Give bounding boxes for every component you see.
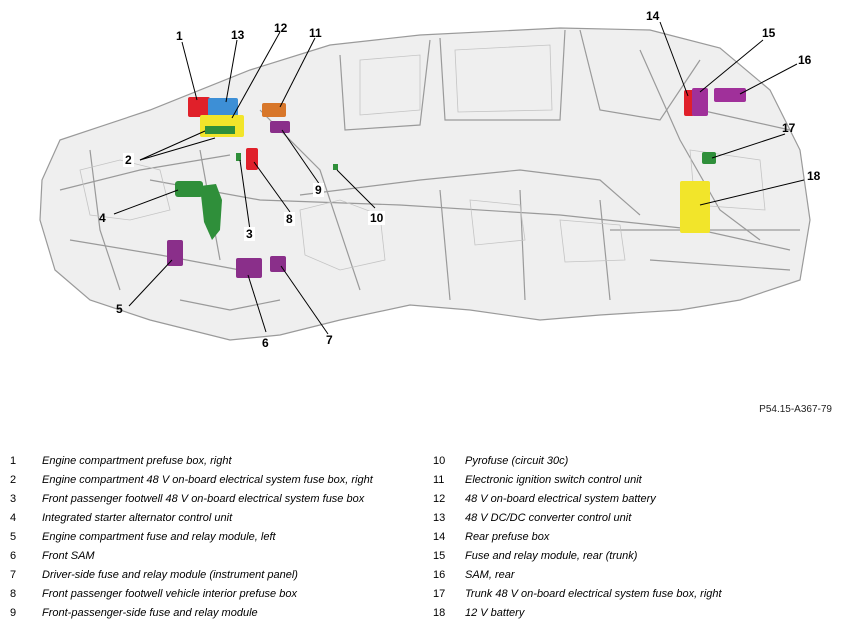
legend-number: 18 [433,607,446,619]
legend: 1 Engine compartment prefuse box, right 2… [0,452,842,627]
callout-11: 11 [309,26,322,40]
legend-number: 10 [433,455,446,467]
legend-label: SAM, rear [465,569,515,581]
component-sam-rear [714,88,746,102]
legend-number: 1 [10,455,17,467]
callout-15: 15 [762,26,776,40]
callout-13: 13 [231,28,245,42]
component-pyrofuse [333,164,338,170]
legend-number: 12 [433,493,446,505]
callout-16: 16 [798,53,812,67]
legend-number: 14 [433,531,446,543]
vehicle-diagram: 1 2 3 4 5 6 7 8 9 10 11 12 13 14 15 16 1… [39,9,821,350]
legend-number: 4 [10,512,17,524]
legend-label: 12 V battery [465,607,525,619]
callout-12: 12 [274,21,288,35]
callout-17: 17 [782,121,796,135]
component-engine-48v-fuse-box-right [205,126,235,134]
component-engine-fuse-relay-left [167,240,183,266]
component-trunk-48v-fuse-box [702,152,716,164]
legend-number: 2 [10,474,17,486]
legend-number: 9 [10,607,17,619]
legend-label: Rear prefuse box [465,531,550,543]
component-electronic-ignition-switch [262,103,286,117]
component-front-passenger-48v-fuse-box [236,153,241,161]
component-front-passenger-fuse-relay-module [270,121,290,133]
legend-label: Engine compartment prefuse box, right [42,455,232,467]
legend-number: 6 [10,550,17,562]
legend-number: 7 [10,569,17,581]
legend-label: Engine compartment 48 V on-board electri… [42,474,373,486]
legend-label: Trunk 48 V on-board electrical system fu… [465,588,722,600]
legend-number: 15 [433,550,446,562]
callout-2: 2 [123,153,134,167]
legend-label: Front-passenger-side fuse and relay modu… [42,607,258,619]
legend-label: Electronic ignition switch control unit [465,474,642,486]
legend-number: 16 [433,569,446,581]
legend-label: Front SAM [42,550,95,562]
legend-label: Pyrofuse (circuit 30c) [465,455,569,467]
legend-label: Fuse and relay module, rear (trunk) [465,550,638,562]
component-front-passenger-prefuse-box [246,148,258,170]
legend-number: 11 [433,474,445,486]
callout-5: 5 [116,302,123,316]
component-front-sam [236,258,262,278]
legend-number: 8 [10,588,17,600]
component-dcdc-converter [208,98,238,116]
callout-3: 3 [244,227,255,241]
legend-label: Driver-side fuse and relay module (instr… [42,569,298,581]
callout-18: 18 [807,169,821,183]
callout-6: 6 [262,336,269,350]
component-rear-fuse-relay-module [692,88,708,116]
component-12v-battery [680,181,710,233]
legend-number: 17 [433,588,446,600]
legend-number: 5 [10,531,17,543]
leader-lines [113,21,805,335]
legend-label: Engine compartment fuse and relay module… [42,531,276,543]
vehicle-body-detail [79,44,766,271]
legend-label: Front passenger footwell 48 V on-board e… [42,493,365,505]
component-rear-prefuse-box [684,90,694,116]
legend-label: Integrated starter alternator control un… [42,512,233,524]
figure-reference-code: P54.15-A367-79 [759,404,832,415]
legend-number: 3 [10,493,17,505]
component-integrated-starter-alternator-cu [175,181,222,240]
callout-10: 10 [368,211,386,225]
vehicle-body-illustration [39,21,811,341]
legend-label: 48 V on-board electrical system battery [465,493,656,505]
component-engine-prefuse-box-right [188,97,210,117]
callout-1: 1 [176,29,183,43]
callout-4: 4 [99,211,106,225]
legend-number: 13 [433,512,446,524]
callout-7: 7 [326,333,333,347]
legend-label: 48 V DC/DC converter control unit [465,512,632,524]
callout-14: 14 [646,9,660,23]
legend-label: Front passenger footwell vehicle interio… [42,588,297,600]
callout-8: 8 [284,212,295,226]
callout-9: 9 [313,183,324,197]
